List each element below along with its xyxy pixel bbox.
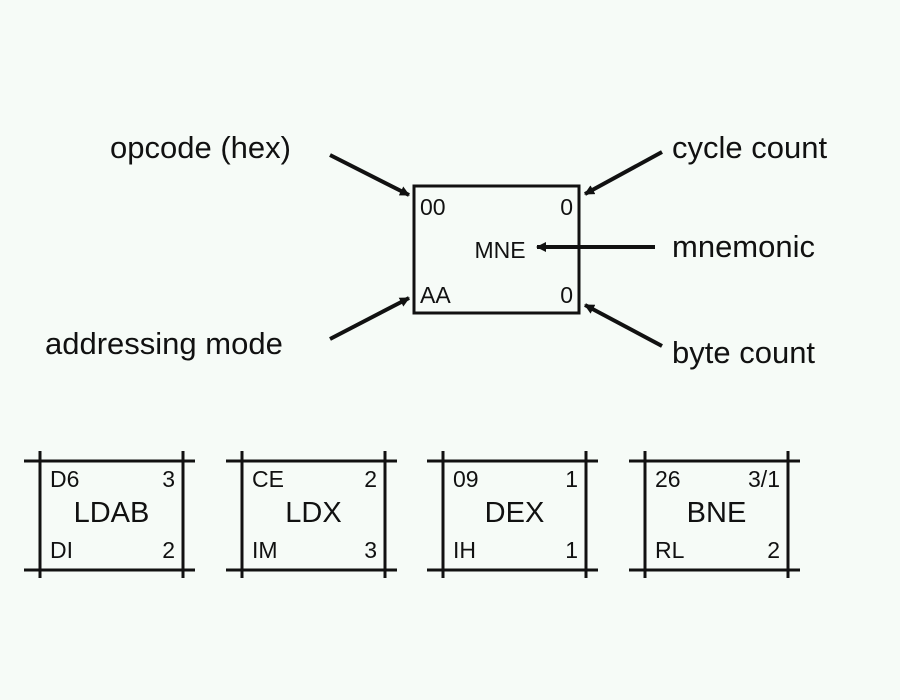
cell-addressing-mode: DI <box>50 537 73 563</box>
cell-mnemonic: LDX <box>285 497 341 529</box>
addressing-mode-arrow <box>329 296 410 341</box>
byte-count-label: byte count <box>672 335 815 370</box>
cell-cycle-count: 3/1 <box>748 466 780 492</box>
legend-cycles: 0 <box>560 194 573 220</box>
cell-byte-count: 2 <box>162 537 175 563</box>
legend-opcode: 00 <box>420 194 446 220</box>
cell-addressing-mode: RL <box>655 537 685 563</box>
legend-bytes: 0 <box>560 282 573 308</box>
cell-cycle-count: 2 <box>364 466 377 492</box>
cell-addressing-mode: IH <box>453 537 476 563</box>
cell-cycle-count: 1 <box>565 466 578 492</box>
cell-opcode: D6 <box>50 466 79 492</box>
cell-opcode: 26 <box>655 466 681 492</box>
cell-mnemonic: DEX <box>485 497 545 529</box>
byte-count-arrow <box>584 303 663 348</box>
cell-byte-count: 3 <box>364 537 377 563</box>
opcode-label: opcode (hex) <box>110 130 291 165</box>
cell-byte-count: 2 <box>767 537 780 563</box>
cycle-count-label: cycle count <box>672 130 827 165</box>
addressing-mode-label: addressing mode <box>45 326 283 361</box>
legend-mnemonic: MNE <box>474 237 525 263</box>
cell-byte-count: 1 <box>565 537 578 563</box>
legend-mode: AA <box>420 282 451 308</box>
cell-addressing-mode: IM <box>252 537 278 563</box>
mnemonic-label: mnemonic <box>672 229 815 264</box>
cycle-count-arrow <box>584 150 663 196</box>
legend-box <box>412 184 581 315</box>
cell-opcode: CE <box>252 466 284 492</box>
cell-opcode: 09 <box>453 466 479 492</box>
cell-mnemonic: BNE <box>687 497 747 529</box>
cell-cycle-count: 3 <box>162 466 175 492</box>
opcode-arrow <box>329 153 410 197</box>
cell-mnemonic: LDAB <box>74 497 150 529</box>
